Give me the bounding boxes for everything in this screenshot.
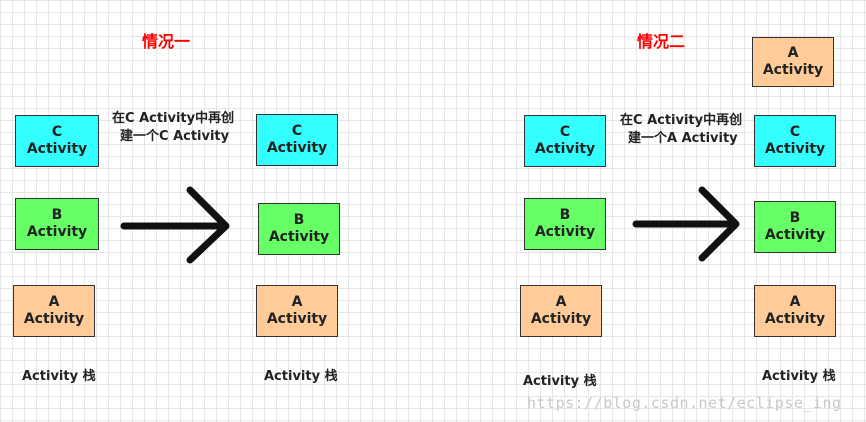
note-line: 建一个A Activity — [628, 131, 738, 146]
s2-before-box-a: A Activity — [520, 285, 602, 337]
s1-before-box-b: B Activity — [15, 198, 99, 250]
box-label: Activity — [534, 224, 596, 240]
box-label: Activity — [26, 141, 88, 157]
box-label: Activity — [268, 229, 330, 245]
box-label: Activity — [266, 311, 328, 327]
watermark: https://blog.csdn.net/eclipse_ing — [527, 394, 842, 412]
s1-before-box-c: C Activity — [15, 115, 99, 167]
box-letter: B — [51, 207, 63, 223]
box-label: Activity — [26, 224, 88, 240]
box-label: Activity — [23, 311, 85, 327]
box-label: Activity — [764, 311, 826, 327]
box-label: Activity — [530, 311, 592, 327]
s2-after-caption: Activity 栈 — [762, 369, 836, 384]
box-letter: A — [291, 294, 303, 310]
box-letter: C — [291, 123, 303, 139]
s2-before-box-b: B Activity — [524, 198, 606, 250]
s2-note: 在C Activity中再创 建一个A Activity — [620, 112, 760, 148]
box-letter: A — [787, 45, 799, 61]
box-letter: B — [789, 210, 801, 226]
s2-before-caption: Activity 栈 — [523, 374, 597, 389]
box-label: Activity — [534, 141, 596, 157]
s1-after-box-b: B Activity — [258, 203, 340, 255]
s2-after-box-b: B Activity — [754, 201, 836, 253]
s1-note: 在C Activity中再创 建一个C Activity — [112, 110, 252, 146]
s2-after-box-a-top: A Activity — [752, 37, 834, 87]
situation2-title: 情况二 — [637, 32, 686, 51]
box-letter: A — [555, 294, 567, 310]
s1-before-box-a: A Activity — [13, 285, 95, 337]
box-letter: C — [51, 124, 63, 140]
note-line: 在C Activity中再创 — [620, 113, 743, 128]
box-label: Activity — [764, 141, 826, 157]
s1-before-caption: Activity 栈 — [22, 369, 96, 384]
box-letter: A — [789, 294, 801, 310]
box-letter: B — [559, 207, 571, 223]
box-label: Activity — [762, 62, 824, 78]
s1-after-box-c: C Activity — [256, 114, 338, 166]
box-letter: B — [293, 212, 305, 228]
box-label: Activity — [266, 140, 328, 156]
s1-after-box-a: A Activity — [256, 285, 338, 337]
s2-after-box-a: A Activity — [754, 285, 836, 337]
s2-before-box-c: C Activity — [524, 115, 606, 167]
situation1-title: 情况一 — [142, 32, 191, 51]
s1-after-caption: Activity 栈 — [264, 369, 338, 384]
box-letter: C — [559, 124, 571, 140]
box-letter: C — [789, 124, 801, 140]
box-label: Activity — [764, 227, 826, 243]
note-line: 建一个C Activity — [120, 129, 230, 144]
s2-after-box-c: C Activity — [754, 115, 836, 167]
note-line: 在C Activity中再创 — [112, 111, 235, 126]
box-letter: A — [48, 294, 60, 310]
